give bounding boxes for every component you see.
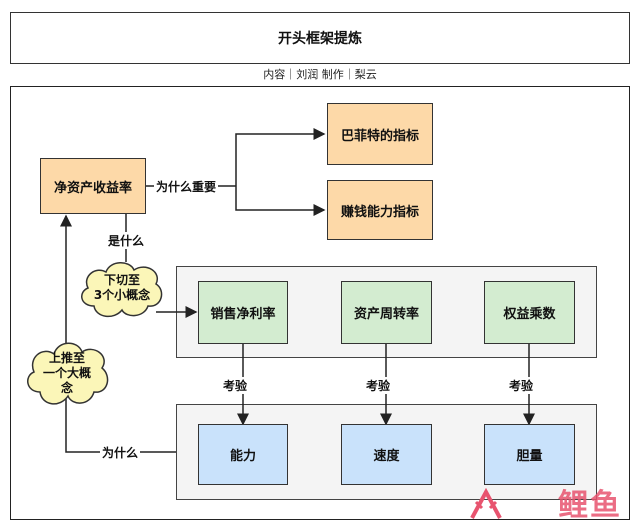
test-label-1: 考验 [221,377,250,394]
buffett-node: 巴菲特的指标 [327,103,433,165]
up-cloud-line-2: 一个大概 [42,365,91,380]
buffett-label: 巴菲特的指标 [340,128,419,144]
watermark-text: 鲤鱼 [558,488,622,523]
turnover-label: 资产周转率 [353,307,419,322]
courage-node: 胆量 [484,424,575,485]
test-label-3: 考验 [507,377,536,394]
roe-node: 净资产收益率 [40,158,146,214]
credit-line: 内容｜刘润 制作｜梨云 [263,68,377,81]
why-label: 为什么 [100,444,141,461]
up-cloud-line-1: 上推至 [48,350,85,365]
courage-label: 胆量 [516,449,543,464]
speed-node: 速度 [341,424,432,485]
roe-label: 净资产收益率 [53,180,132,196]
down-cloud-line-2: 3个小概念 [93,288,151,302]
ability-label: 能力 [229,449,256,464]
page-title: 开头框架提炼 [278,31,362,47]
speed-label: 速度 [373,449,400,464]
down-cloud-shape [81,262,163,318]
profit-node: 赚钱能力指标 [327,180,433,240]
why-important-label: 为什么重要 [154,178,219,195]
ability-node: 能力 [198,424,288,485]
page-title-box: 开头框架提炼 [10,12,630,64]
leverage-label: 权益乘数 [503,307,556,322]
down-cloud-text: 下切至 3个小概念 [80,270,164,306]
turnover-node: 资产周转率 [341,281,432,344]
up-cloud-text: 上推至 一个大概 念 [28,348,106,398]
down-cloud-line-1: 下切至 [103,273,140,287]
test-label-2: 考验 [364,377,393,394]
up-cloud-shape [27,342,109,405]
margin-label: 销售净利率 [210,307,276,322]
profit-label: 赚钱能力指标 [340,204,419,220]
what-is-label: 是什么 [106,232,147,249]
up-cloud-line-3: 念 [60,380,73,395]
margin-node: 销售净利率 [198,281,288,344]
watermark-logo-icon [470,488,502,519]
leverage-node: 权益乘数 [484,281,575,344]
